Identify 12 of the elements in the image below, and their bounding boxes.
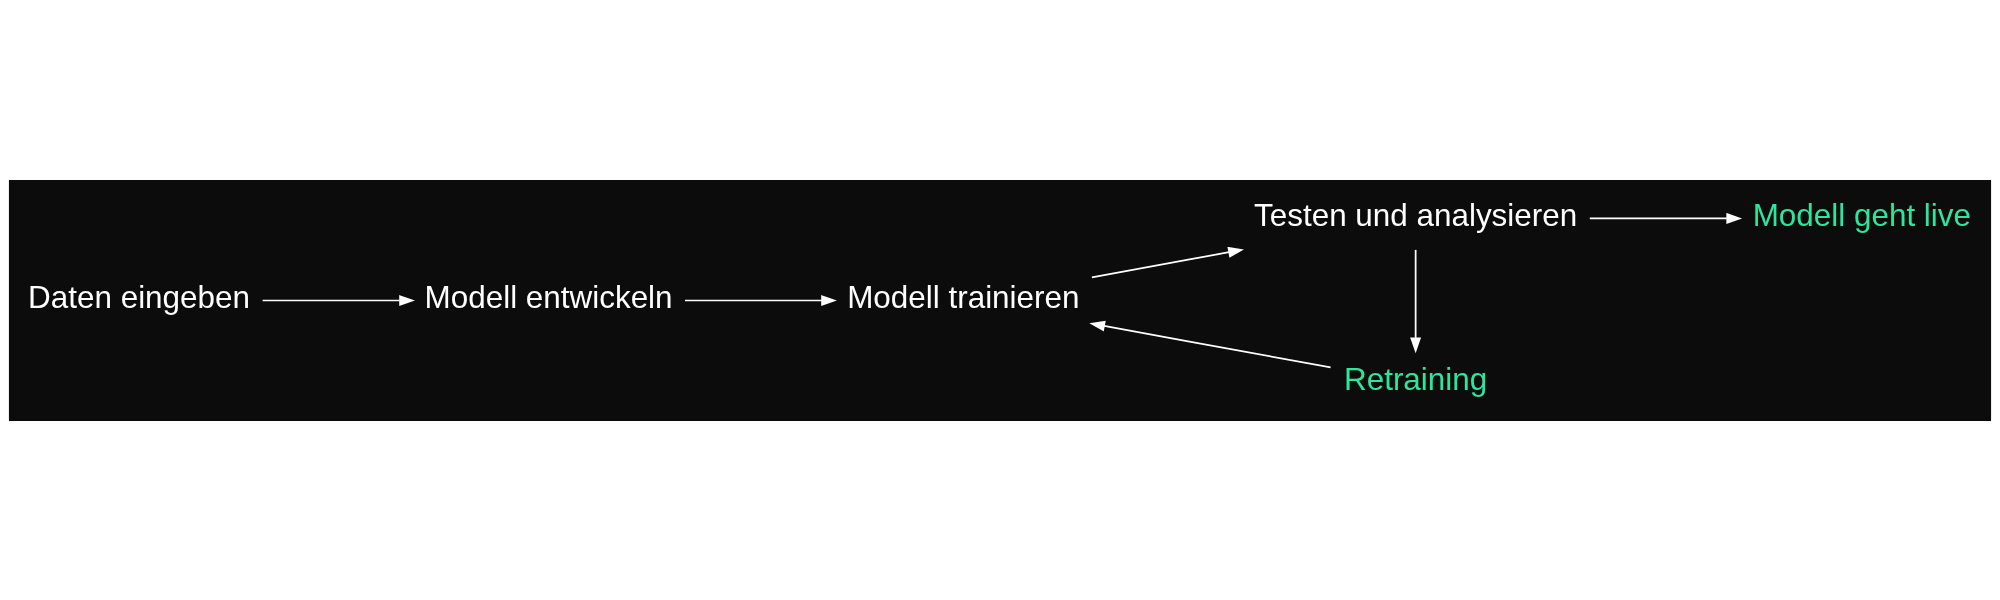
arrow (1588, 212, 1743, 224)
node-text: Testen und analysieren (1254, 197, 1578, 233)
arrow (684, 294, 837, 306)
arrow (1410, 248, 1422, 353)
arrow (1091, 246, 1244, 278)
node-text: Modell trainieren (847, 279, 1080, 315)
node-text: Modell entwickeln (424, 279, 673, 315)
node-text: Retraining (1344, 361, 1488, 397)
arrow (1089, 320, 1332, 368)
node-text: Modell geht live (1752, 197, 1971, 233)
node-text: Daten eingeben (28, 279, 250, 315)
arrow (261, 294, 415, 306)
